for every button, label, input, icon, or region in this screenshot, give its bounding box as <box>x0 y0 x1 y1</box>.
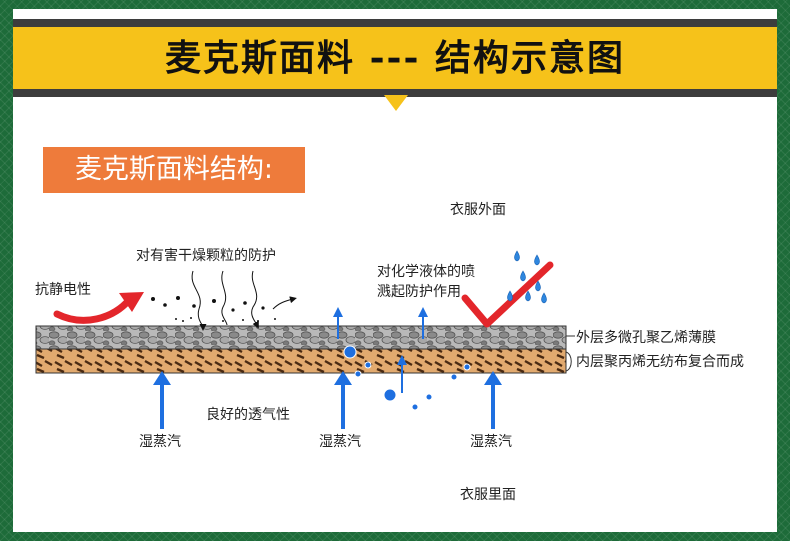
banner-pointer-icon <box>384 95 408 111</box>
antistatic-arrow-icon <box>53 295 134 324</box>
content-panel: 麦克斯面料 --- 结构示意图 麦克斯面料结构: <box>13 9 777 532</box>
page-title: 麦克斯面料 --- 结构示意图 <box>165 37 625 79</box>
liquid-protection-label-2: 溅起防护作用 <box>377 284 461 300</box>
water-drop-icons <box>507 250 547 304</box>
outside-label: 衣服外面 <box>450 202 506 218</box>
outer-layer-label: 外层多微孔聚乙烯薄膜 <box>576 330 716 346</box>
vapor-arrows <box>160 382 495 429</box>
fabric-structure-diagram <box>35 250 575 429</box>
liquid-protection-label-1: 对化学液体的喷 <box>377 264 475 280</box>
breathability-label: 良好的透气性 <box>206 407 290 423</box>
antistatic-label: 抗静电性 <box>35 282 91 298</box>
inner-nonwoven-layer <box>35 348 567 374</box>
inside-label: 衣服里面 <box>460 487 516 503</box>
particle-protection-label: 对有害干燥颗粒的防护 <box>136 248 276 264</box>
vapor-label-1: 湿蒸汽 <box>139 434 181 450</box>
particle-trajectory-lines <box>191 270 297 331</box>
title-banner: 麦克斯面料 --- 结构示意图 <box>13 19 777 97</box>
particle-dots <box>151 296 276 322</box>
vapor-bubbles <box>343 345 471 411</box>
vapor-label-3: 湿蒸汽 <box>470 434 512 450</box>
section-label: 麦克斯面料结构: <box>43 147 305 193</box>
vapor-label-2: 湿蒸汽 <box>319 434 361 450</box>
inner-layer-label: 内层聚丙烯无纺布复合而成 <box>576 354 744 370</box>
liquid-deflection-check-icon <box>461 261 554 328</box>
outer-film-layer <box>35 325 567 350</box>
